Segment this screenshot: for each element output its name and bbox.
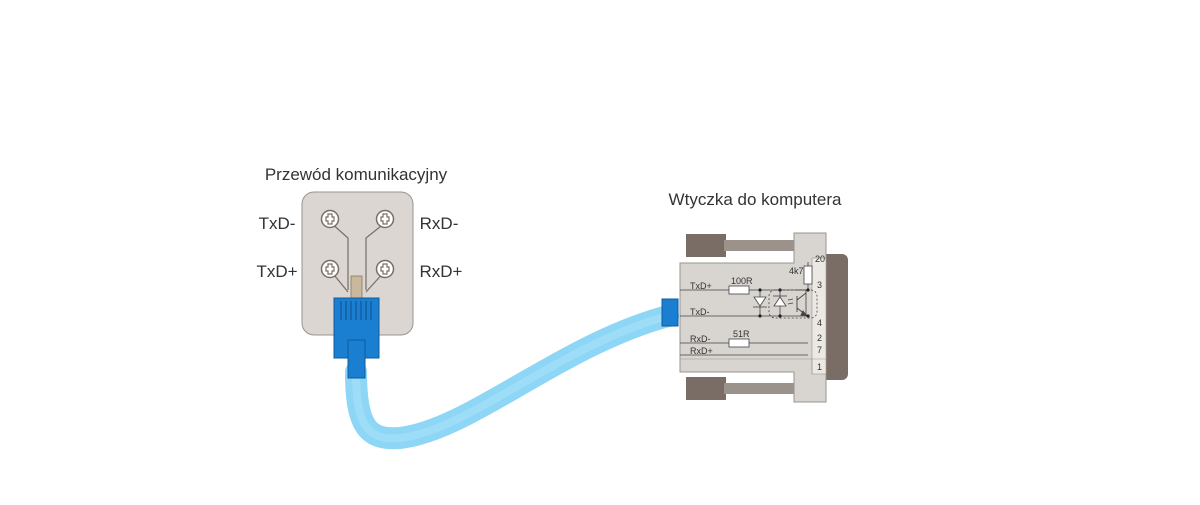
optocoupler [768, 289, 818, 319]
label-51r: 51R [733, 329, 750, 339]
label-rxd-plus: RxD+ [420, 262, 463, 281]
phototransistor-icon [796, 292, 809, 317]
led-icon [773, 295, 794, 307]
label-4k7: 4k7 [789, 266, 804, 276]
resistor-100r [728, 285, 750, 295]
rj-connector [333, 297, 380, 379]
label-100r: 100R [731, 276, 753, 286]
signal-rxd-minus: RxD- [690, 334, 711, 344]
right-panel-title: Wtyczka do komputera [669, 190, 842, 209]
wire-rxd-minus [365, 221, 387, 290]
pin-20: 20 [815, 254, 825, 264]
resistor-51r [728, 338, 750, 348]
screw-txd-plus-icon [320, 259, 340, 279]
screw-txd-minus-icon [320, 209, 340, 229]
screw-rxd-minus-icon [375, 209, 395, 229]
label-rxd-minus: RxD- [420, 214, 459, 233]
label-txd-minus: TxD- [259, 214, 296, 233]
pin-4: 4 [817, 318, 822, 328]
pin-2: 2 [817, 333, 822, 343]
pin-3: 3 [817, 280, 822, 290]
resistor-4k7 [803, 265, 813, 285]
left-panel-title: Przewód komunikacyjny [265, 165, 448, 184]
screw-rxd-plus-icon [375, 259, 395, 279]
wire-txd-minus [329, 221, 349, 290]
signal-rxd-plus: RxD+ [690, 346, 713, 356]
cable-plug-end [661, 298, 679, 327]
label-txd-plus: TxD+ [256, 262, 297, 281]
signal-txd-minus: TxD- [690, 307, 710, 317]
diode-icon [753, 296, 767, 308]
signal-txd-plus: TxD+ [690, 281, 712, 291]
plug-body [679, 232, 827, 403]
pin-1: 1 [817, 362, 822, 372]
pin-7: 7 [817, 345, 822, 355]
